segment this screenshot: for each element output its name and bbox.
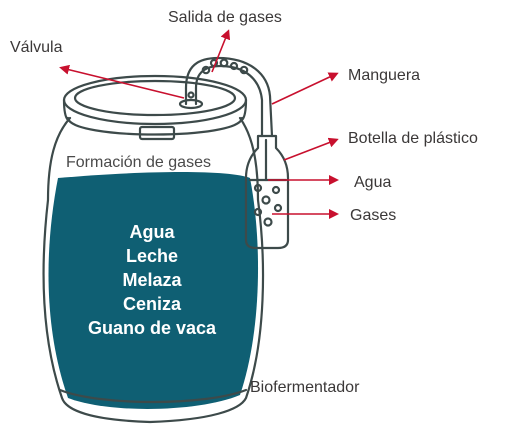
arrow-botella xyxy=(283,137,339,161)
content-item: Leche xyxy=(126,246,178,266)
content-item: Ceniza xyxy=(123,294,182,314)
barrel-rim-outer xyxy=(62,74,248,126)
label-botella: Botella de plástico xyxy=(348,130,478,147)
hose xyxy=(184,56,274,138)
label-biofermentador: Biofermentador xyxy=(250,379,360,396)
neck-tab xyxy=(138,125,176,141)
label-manguera: Manguera xyxy=(348,67,420,84)
liquid-fill xyxy=(48,172,259,409)
plastic-bottle xyxy=(244,134,290,250)
content-item: Melaza xyxy=(122,270,182,290)
label-formacion-de-gases: Formación de gases xyxy=(66,154,211,171)
label-valvula: Válvula xyxy=(10,39,63,56)
barrel-bottom-band xyxy=(58,388,248,404)
barrel-rim-side xyxy=(62,98,248,122)
arrow-salida xyxy=(211,29,231,73)
arrows xyxy=(59,29,339,219)
barrel xyxy=(42,74,265,424)
arrow-valvula xyxy=(59,64,185,99)
label-salida-de-gases: Salida de gases xyxy=(168,9,282,26)
label-gases: Gases xyxy=(350,207,396,224)
content-item: Guano de vaca xyxy=(88,318,217,338)
label-agua: Agua xyxy=(354,174,391,191)
barrel-shoulder-band xyxy=(66,116,244,136)
arrow-manguera xyxy=(271,72,339,105)
contents-list: Agua Leche Melaza Ceniza Guano de vaca xyxy=(88,222,217,338)
barrel-rim-inner xyxy=(73,79,237,117)
content-item: Agua xyxy=(130,222,176,242)
valve xyxy=(178,86,204,110)
